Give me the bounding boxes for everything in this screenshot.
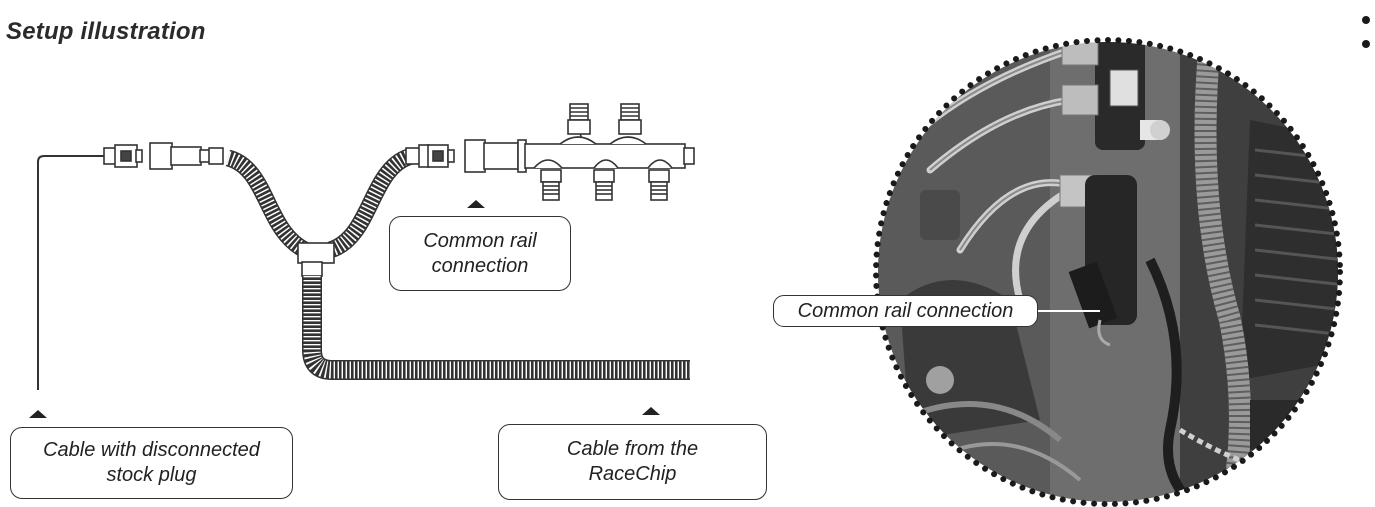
label-common-rail: Common rail connection <box>389 216 571 291</box>
stock-plug-connector <box>103 142 224 170</box>
arrow-common-rail <box>467 200 485 208</box>
stock-cable-line <box>37 155 106 390</box>
label-cable-stock-plug: Cable with disconnected stock plug <box>10 427 293 499</box>
coiled-cable-right <box>326 147 415 259</box>
decor-dot-2 <box>1362 40 1370 48</box>
label-photo-common-rail: Common rail connection <box>773 295 1038 327</box>
label-cable-racechip: Cable from the RaceChip <box>498 424 767 500</box>
arrow-racechip <box>642 407 660 415</box>
arrow-stock-plug <box>29 410 47 418</box>
photo-dotted-border <box>873 37 1343 507</box>
page-title: Setup illustration <box>6 18 206 45</box>
common-rail <box>517 103 695 201</box>
coiled-cable-racechip <box>302 276 690 380</box>
t-junction <box>297 242 335 277</box>
decor-dot-1 <box>1362 16 1370 24</box>
rail-plug-connector <box>405 139 519 173</box>
